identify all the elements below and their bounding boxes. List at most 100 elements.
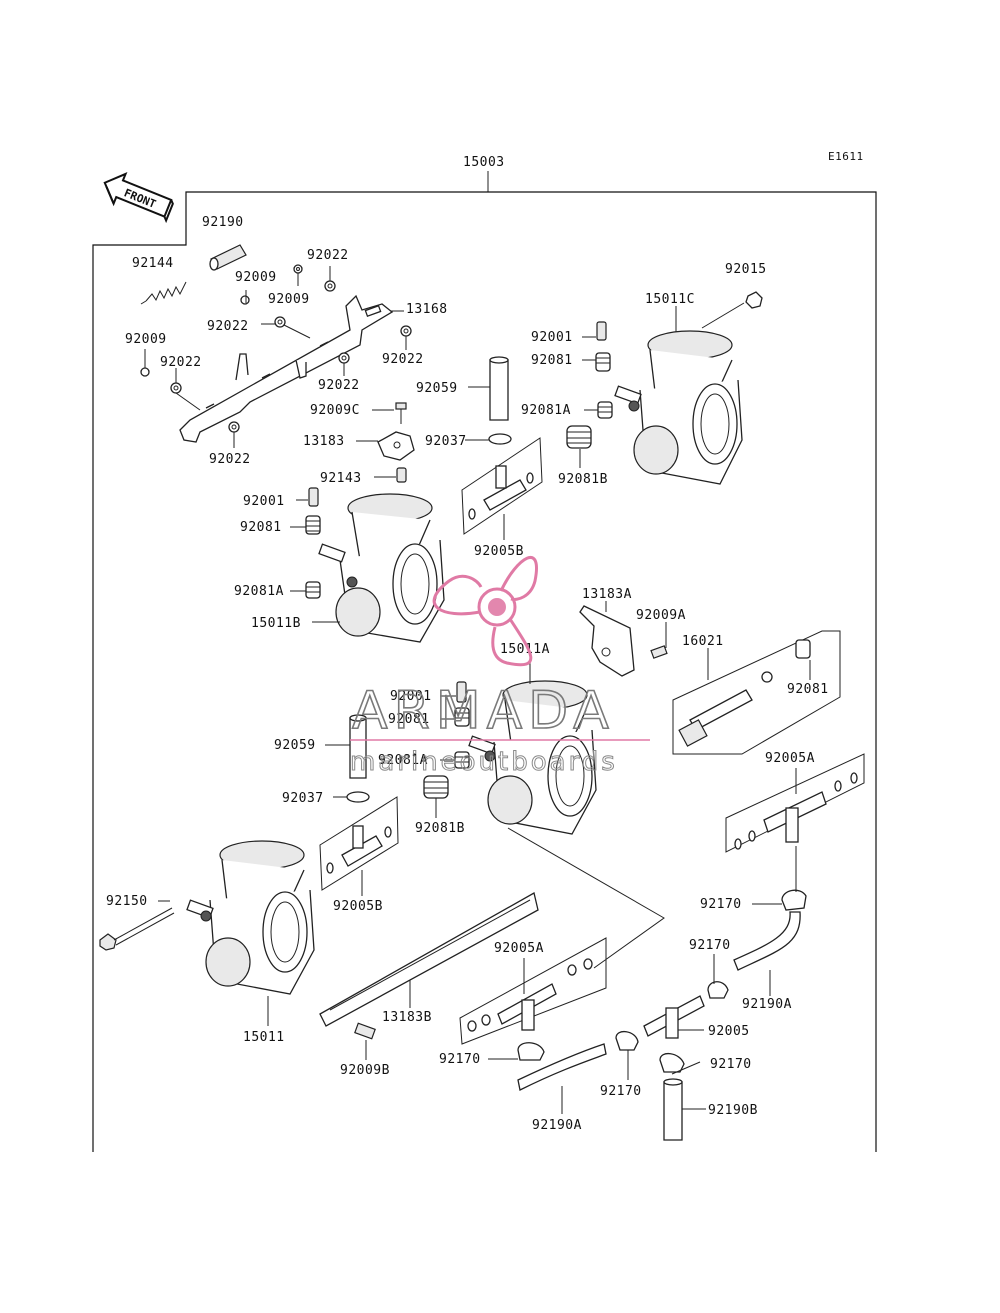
spring-92081a-b-icon [305, 581, 321, 599]
cap-92037-lower-icon [346, 791, 370, 803]
front-arrow-icon: FRONT [103, 172, 174, 224]
washer-92022-left-icon [170, 382, 182, 394]
hose-92190a-lower-icon [517, 1043, 607, 1091]
part-label: 92005B [474, 544, 524, 559]
washer-92009-mid-icon [240, 295, 250, 305]
propeller-logo-icon [432, 556, 538, 667]
screw-92001-b-icon [308, 487, 319, 507]
part-label: 16021 [682, 634, 724, 649]
part-label: 92022 [307, 248, 349, 263]
watermark-brand: ARMADA [352, 681, 615, 741]
washer-92022-bottom-icon [228, 421, 240, 433]
part-label: 92190A [532, 1118, 582, 1133]
washer-92022-mid-icon [274, 316, 286, 328]
part-label: 92190A [742, 997, 792, 1012]
part-label: 92009 [268, 292, 310, 307]
part-label: 92009 [235, 270, 277, 285]
part-label: 92001 [243, 494, 285, 509]
part-label: 13183B [382, 1010, 432, 1025]
part-label: 92005A [765, 751, 815, 766]
clamp-92170-a-icon [781, 889, 807, 911]
clamp-92170-c-icon [517, 1042, 545, 1061]
part-label: 92022 [382, 352, 424, 367]
carburetor-15011b-icon [318, 493, 445, 643]
bolt-92150-icon [99, 907, 175, 951]
fitting-92005a-right-icon [725, 753, 865, 853]
carburetor-15011c-icon [614, 330, 743, 485]
assembly-16021-icon [672, 630, 841, 755]
part-label: 92081A [234, 584, 284, 599]
part-label: 15011C [645, 292, 695, 307]
bracket-13168-icon [179, 294, 394, 443]
pipe-92190-icon [209, 244, 247, 271]
washer-92022-lower-icon [338, 352, 350, 364]
part-label: 92009 [125, 332, 167, 347]
part-label: 92081 [531, 353, 573, 368]
bracket-13183a-icon [579, 605, 635, 677]
bracket-13183-icon [377, 431, 415, 461]
part-label: 13168 [406, 302, 448, 317]
screw-92001-a-icon [456, 681, 467, 703]
part-label: 92005A [494, 941, 544, 956]
washer-92009-left-icon [140, 367, 150, 377]
part-label: 92009A [636, 608, 686, 623]
part-label: 92022 [318, 378, 360, 393]
part-label: 92009B [340, 1063, 390, 1078]
part-label: 92059 [416, 381, 458, 396]
fitting-92005-icon [643, 995, 705, 1039]
part-label: 92190 [202, 215, 244, 230]
cap-92037-upper-icon [488, 433, 512, 445]
part-label: 92081 [787, 682, 829, 697]
part-label: 92015 [725, 262, 767, 277]
part-label: 92081 [240, 520, 282, 535]
part-label: 15011B [251, 616, 301, 631]
spring-92081-b-icon [305, 515, 321, 535]
part-label: 15011A [500, 642, 550, 657]
part-label: 92059 [274, 738, 316, 753]
watermark: ARMADA marineoutboards [350, 556, 650, 778]
clamp-92170-d-icon [615, 1031, 639, 1051]
part-label: 92037 [282, 791, 324, 806]
carburetor-15011-icon [186, 840, 315, 995]
hose-92190a-right-icon [733, 911, 801, 971]
spring-92144-icon [140, 281, 187, 305]
spring-92081-a-icon [454, 707, 470, 727]
part-label: 92190B [708, 1103, 758, 1118]
washer-92022-top-icon [324, 280, 336, 292]
leader-lines [144, 266, 811, 1114]
watermark-tagline: marineoutboards [350, 747, 618, 777]
part-label: 92009C [310, 403, 360, 418]
part-label: 92143 [320, 471, 362, 486]
pin-92143-icon [396, 467, 407, 483]
washer-92022-right-icon [400, 325, 412, 337]
part-label: 92170 [439, 1052, 481, 1067]
pipe-92059-upper-icon [489, 356, 509, 421]
pipe-92059-lower-icon [349, 714, 367, 779]
part-label: 92022 [209, 452, 251, 467]
group-connector-line [507, 827, 665, 969]
part-label: 92170 [700, 897, 742, 912]
screw-92009a-icon [650, 645, 668, 659]
part-label: 92081A [378, 753, 428, 768]
nut-92015-icon [745, 291, 763, 309]
part-label: 92037 [425, 434, 467, 449]
screw-92001-c-icon [596, 321, 607, 341]
part-labels: 92190 92144 92009 92022 92009 92022 1316… [106, 215, 829, 1133]
part-label: 92005B [333, 899, 383, 914]
part-label: 92170 [710, 1057, 752, 1072]
spring-92081-c-icon [595, 352, 611, 372]
part-label: 92001 [531, 330, 573, 345]
clamp-92170-b-icon [707, 981, 729, 999]
part-label: 92170 [689, 938, 731, 953]
clamp-92170-e-icon [659, 1053, 685, 1073]
spring-92081a-c-icon [597, 401, 613, 419]
part-label: 15011 [243, 1030, 285, 1045]
fitting-92005b-upper-icon [461, 437, 543, 535]
part-label: 92081A [521, 403, 571, 418]
part-label: 92150 [106, 894, 148, 909]
diagram-code: E1611 [828, 150, 864, 163]
part-label: 92022 [207, 319, 249, 334]
spring-92081b-a-icon [423, 775, 449, 799]
